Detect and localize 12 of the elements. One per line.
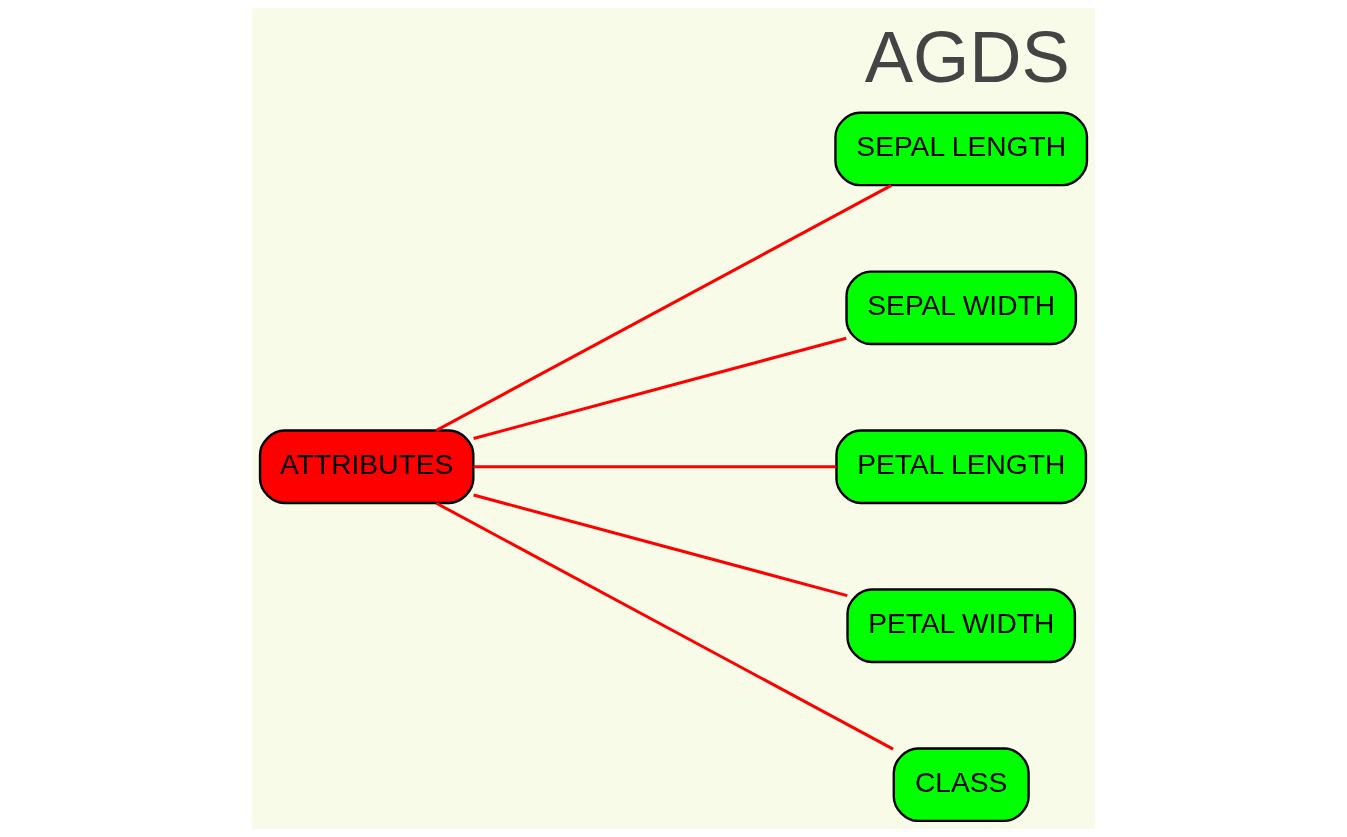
connector (473, 465, 837, 469)
node-box: PETAL WIDTH (846, 588, 1077, 664)
connector (435, 184, 893, 432)
node-box: CLASS (892, 747, 1030, 823)
connector (473, 493, 848, 598)
connector (435, 501, 894, 751)
node-box: PETAL LENGTH (835, 429, 1088, 505)
connector (473, 336, 847, 440)
node-box: SEPAL WIDTH (845, 270, 1078, 346)
node-box: SEPAL LENGTH (834, 111, 1089, 187)
node-box: ATTRIBUTES (258, 429, 475, 505)
diagram-title: AGDS (864, 16, 1070, 98)
